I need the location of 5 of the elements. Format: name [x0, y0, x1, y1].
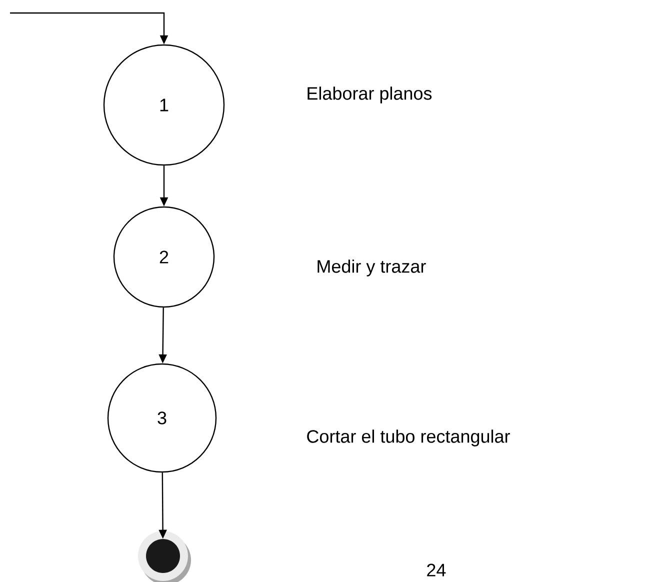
step-description: Cortar el tubo rectangular: [307, 430, 510, 446]
end-circle: [138, 531, 191, 582]
step-description: Elaborar planos: [308, 86, 432, 104]
page-number: 24: [427, 564, 446, 576]
step-description: Medir y trazar: [318, 260, 426, 276]
